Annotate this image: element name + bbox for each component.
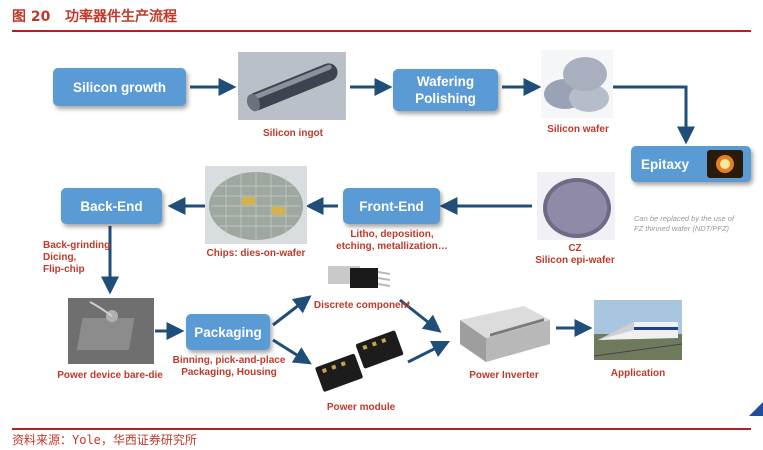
packaging-caption: Binning, pick-and-place Packaging, Housi… (166, 355, 292, 379)
epitaxy-box: Epitaxy (631, 146, 751, 182)
arrow-packaging-to-module (272, 338, 312, 365)
top-rule (12, 30, 751, 32)
fz-wafer-note: Can be replaced by the use of FZ thinned… (634, 214, 758, 234)
bottom-rule (12, 428, 751, 430)
epi-wafer-image (537, 172, 615, 240)
fz-note-line2: FZ thinned wafer (NDT/PFZ) (634, 224, 730, 233)
packaging-box: Packaging (186, 314, 270, 350)
power-inverter-caption: Power Inverter (469, 370, 539, 381)
cz-caption-line1: CZ (568, 243, 582, 254)
silicon-wafer-image (541, 50, 613, 118)
packaging-caption-line1: Binning, pick-and-place (172, 355, 286, 366)
packaging-caption-line2: Packaging, Housing (181, 367, 277, 378)
arrow-wafer-to-epitaxy (612, 85, 695, 145)
application-caption: Application (610, 368, 666, 379)
back-end-caption: Back-grinding Dicing, Flip-chip (43, 240, 143, 276)
discrete-component-caption: Discrete component (313, 300, 411, 311)
figure-label: 图 20 (12, 9, 51, 25)
wafering-polishing-box: Wafering Polishing (393, 69, 498, 111)
silicon-ingot-image (238, 52, 346, 120)
front-end-box: Front-End (343, 188, 440, 224)
back-end-caption-line1: Back-grinding (43, 240, 111, 251)
back-end-box: Back-End (61, 188, 162, 224)
power-inverter-image (460, 306, 550, 362)
front-end-caption-line2: etching, metallization… (336, 241, 448, 252)
arrow-module-to-inverter (407, 340, 451, 364)
silicon-wafer-caption: Silicon wafer (547, 124, 609, 135)
cz-caption-line2: Silicon epi-wafer (535, 255, 615, 266)
application-train-image (594, 300, 682, 360)
source-note: 资料来源：Yole，华西证券研究所 (12, 433, 197, 447)
front-end-caption-line1: Litho, deposition, (350, 229, 434, 240)
arrow-packaging-to-discrete (272, 295, 312, 327)
dies-on-wafer-image (205, 166, 307, 244)
epitaxy-reactor-icon (707, 150, 743, 178)
back-end-caption-line2: Dicing, (43, 252, 77, 263)
front-end-caption: Litho, deposition, etching, metallizatio… (330, 229, 454, 253)
cz-epi-wafer-caption: CZ Silicon epi-wafer (520, 243, 630, 267)
figure-title-text: 功率器件生产流程 (64, 9, 177, 25)
chips-caption: Chips: dies-on-wafer (206, 248, 306, 259)
silicon-ingot-caption: Silicon ingot (263, 128, 323, 139)
figure-title: 图 20 功率器件生产流程 (12, 6, 177, 26)
discrete-component-image (328, 266, 391, 288)
bare-die-image (68, 298, 154, 364)
silicon-growth-box: Silicon growth (53, 68, 186, 106)
fz-note-line1: Can be replaced by the use of (634, 214, 735, 223)
bare-die-caption: Power device bare-die (57, 370, 163, 381)
power-module-caption: Power module (326, 402, 396, 413)
epitaxy-label: Epitaxy (641, 156, 690, 172)
arrow-discrete-to-inverter (399, 298, 442, 333)
back-end-caption-line3: Flip-chip (43, 264, 85, 275)
power-module-image (315, 330, 404, 392)
